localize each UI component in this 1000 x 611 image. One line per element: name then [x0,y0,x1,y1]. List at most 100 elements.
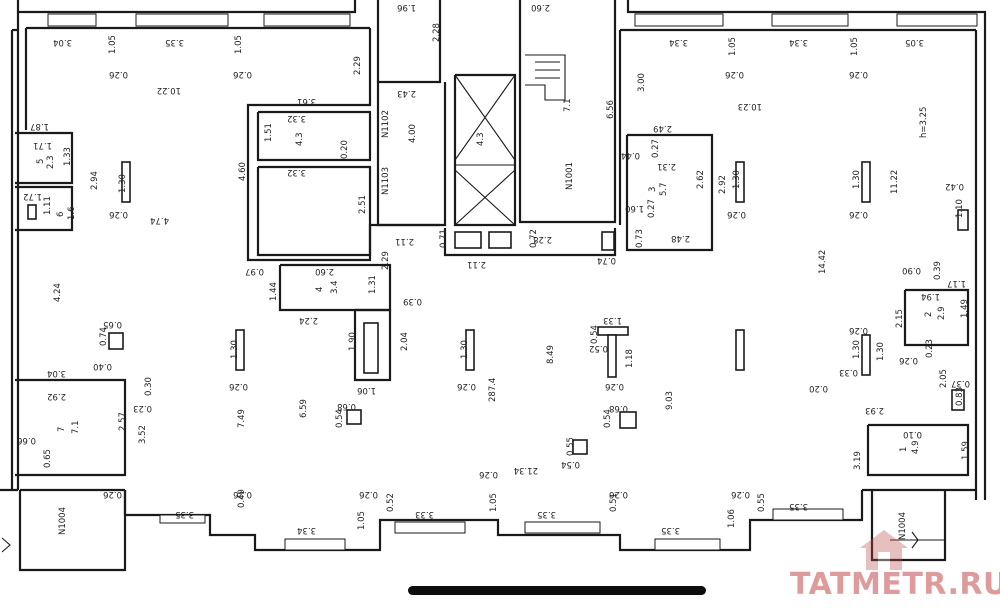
dim: 0.49 [237,489,247,508]
dim: 2.11 [395,236,414,246]
outer-walls [0,0,987,572]
dim: 1.05 [850,37,860,56]
dim: 1.30 [732,170,742,189]
markers [1,531,945,553]
dim: 1.05 [357,511,367,530]
dim: 3 [648,187,658,192]
dim: 0.23 [925,339,935,358]
dim: 0.26 [229,381,248,391]
dim: 3.52 [138,425,148,444]
dim: 1.33 [603,315,622,325]
dim: 2.60 [531,2,550,12]
house-logo-icon [860,530,908,570]
dim: 0.26 [109,209,128,219]
dim: 7.1 [71,420,81,434]
dim: 7.49 [237,409,247,428]
dim: 1.30 [230,340,240,359]
dim: 4.60 [238,162,248,181]
dim: 6.56 [606,100,616,119]
dim: 1.96 [397,2,416,12]
dim: 0.73 [635,229,645,248]
dim: 1.05 [234,35,244,54]
dim: 21.34 [514,465,538,475]
dim: 3.04 [53,37,72,47]
dim: 2.49 [653,123,672,133]
dim: 4.9 [911,440,921,454]
dim: 0.26 [849,325,868,335]
dim: 2.94 [90,171,100,190]
dim: 2.62 [696,170,706,189]
dim: 2.29 [381,251,391,270]
dim: 0.30 [144,377,154,396]
dim: 3.34 [789,37,808,47]
dim: 1.90 [348,332,358,351]
dim: 2.92 [47,391,66,401]
dim: 0.52 [386,493,396,512]
windows [47,13,978,551]
dim: 3.35 [175,509,194,519]
dim: 2.15 [895,309,905,328]
dim: 3.4 [330,280,340,294]
dim: 0.40 [93,361,112,371]
dim: 6.59 [299,399,309,418]
dim: 0.68 [609,403,628,413]
room-number-1102: N1102 [381,110,391,138]
dim: 0.54 [335,409,345,428]
dim: 1.30 [852,170,862,189]
dim: 0.55 [566,437,576,456]
dim: 1.44 [269,282,279,301]
dim: 2.04 [400,332,410,351]
dim: 4.24 [53,283,63,302]
dim: 0.27 [651,139,661,158]
dim: 0.72 [529,229,539,248]
dim: 0.83 [955,387,965,406]
dim: 0.26 [109,69,128,79]
dim: 1.30 [460,340,470,359]
dimension-labels: N1001 N1102 N1103 N1004 N1004 3.04 1.05 … [17,2,971,540]
dim: h=3.25 [919,107,929,138]
dim: 0.26 [479,469,498,479]
dim: 4.00 [408,124,418,143]
room-number-1004-right: N1004 [898,512,908,540]
dim: 5 [36,159,46,164]
dim: 7 [57,427,67,432]
dim: 1.06 [357,385,376,395]
dim: 14.42 [818,250,828,274]
room-number-1103: N1103 [381,167,391,195]
dim: 3.61 [297,96,316,106]
dim: 0.26 [899,355,918,365]
dim: 2.57 [118,412,128,431]
dim: 0.26 [849,69,868,79]
dim: 8.49 [546,345,556,364]
home-indicator-bar[interactable] [408,586,706,595]
dim: 4.74 [150,215,169,225]
dim: 0.26 [727,209,746,219]
dim: 0.39 [933,261,943,280]
room-number-1001: N1001 [565,162,575,190]
dim: 1.49 [960,299,970,318]
dim: 3.19 [853,451,863,470]
dim: 0.26 [233,69,252,79]
dim: 0.71 [439,229,449,248]
dim: 10.23 [738,101,762,111]
dim: 0.26 [359,489,378,499]
dim: 9.03 [665,391,675,410]
dim: 3.32 [287,167,306,177]
dim: 1.94 [921,291,940,301]
dim: 0.23 [133,403,152,413]
dim: 3.35 [789,501,808,511]
dim: 2.43 [397,88,416,98]
dim: 0.26 [849,209,868,219]
dim: 0.54 [561,459,580,469]
dim: 2.3 [46,155,56,169]
dim: 2 [924,312,934,317]
dim: 3.32 [287,113,306,123]
dim: 3.35 [661,525,680,535]
dim: 0.68 [337,401,356,411]
dim: 4 [315,287,325,292]
dim: 2.9 [937,306,947,320]
dim: 0.44 [621,150,640,160]
dim: 2.93 [865,405,884,415]
dim: 2.51 [358,195,368,214]
dim: 3.35 [165,37,184,47]
